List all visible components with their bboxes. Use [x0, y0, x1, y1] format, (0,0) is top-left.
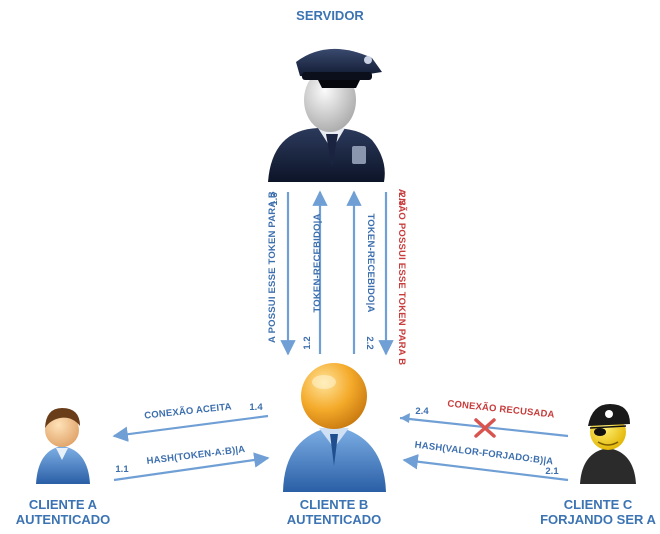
client-a-label: CLIENTE A AUTENTICADO — [15, 497, 111, 527]
step-2-1: 2.1 — [545, 466, 559, 477]
step-1-4: 1.4 — [249, 402, 263, 413]
client-c-pirate-user-icon — [580, 404, 636, 484]
step-1-1: 1.1 — [115, 464, 129, 475]
arrow-1-4 — [112, 414, 269, 442]
arrow-1-1 — [113, 452, 270, 482]
step-1-3: 1.3 — [269, 192, 280, 206]
x-mark-icon — [474, 418, 496, 438]
client-b-label: CLIENTE B AUTENTICADO — [286, 497, 382, 527]
step-2-4: 2.4 — [415, 406, 429, 417]
step-1-2: 1.2 — [302, 336, 313, 350]
step-2-3: 2.3 — [396, 192, 407, 206]
message-2-2-label: TOKEN-RECEBIDO|A — [365, 213, 376, 313]
message-1-2-label: TOKEN-RECEBIDO|A — [312, 213, 323, 313]
client-b-user-icon — [283, 363, 386, 492]
client-a-user-icon — [36, 408, 90, 484]
client-c-label: CLIENTE C FORJANDO SER A — [540, 497, 656, 527]
step-2-2: 2.2 — [364, 336, 375, 350]
server-label: SERVIDOR — [296, 8, 364, 23]
arrow-2-1 — [402, 454, 569, 482]
server-police-officer-icon — [268, 48, 385, 182]
